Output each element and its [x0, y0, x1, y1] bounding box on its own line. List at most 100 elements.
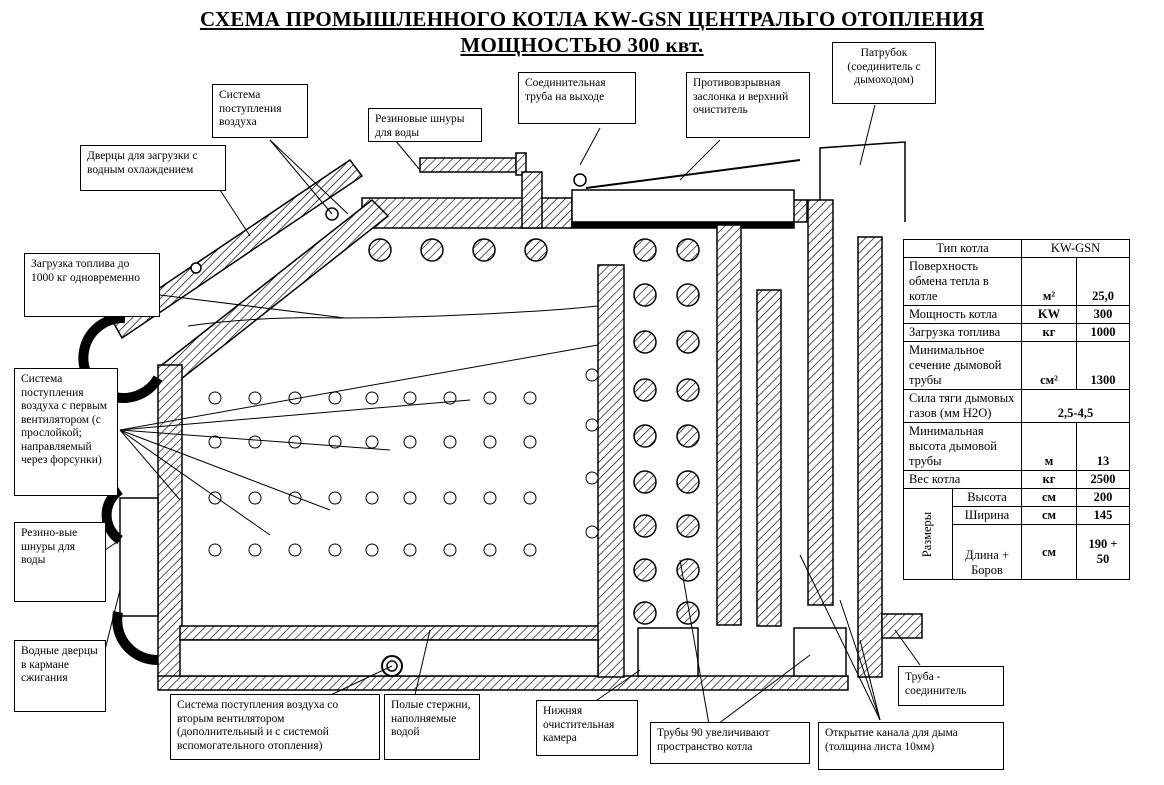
- tube-column: [633, 424, 657, 448]
- water-door-arc-2: [112, 611, 159, 666]
- tube-column: [676, 514, 700, 538]
- specs-row: Минимальная высота дымовой трубы м 13: [903, 422, 1130, 471]
- spec-value: 300: [1076, 305, 1130, 324]
- nozzle-group: [208, 368, 599, 557]
- dimension-label: Высота: [952, 488, 1022, 507]
- dimension-row: Размеры Высота см 200: [903, 488, 1130, 580]
- spec-unit: м²: [1021, 257, 1077, 306]
- nozzle-hole: [483, 491, 497, 505]
- specs-row: Мощность котла KW 300: [903, 305, 1130, 324]
- bottom-wall-lower: [157, 675, 849, 691]
- nozzle-hole: [403, 491, 417, 505]
- specs-table: Тип котла KW-GSN Поверхность обмена тепл…: [903, 239, 1130, 580]
- spec-value: 1000: [1076, 323, 1130, 342]
- nozzle-hole: [403, 391, 417, 405]
- tube-column: [633, 238, 657, 262]
- nozzle-hole: [288, 543, 302, 557]
- spec-value: 25,0: [1076, 257, 1130, 306]
- spec-value: 2,5-4,5: [1021, 389, 1130, 423]
- nozzle-hole: [248, 391, 262, 405]
- tube-column: [676, 330, 700, 354]
- spec-label: Минимальная высота дымовой трубы: [903, 422, 1022, 471]
- nozzle-hole: [523, 491, 537, 505]
- tube-top: [524, 238, 548, 262]
- callout-rubber-cords-left: Резино-вые шнуры для воды: [14, 522, 106, 602]
- diagram-title-line2: МОЩНОСТЬЮ 300 квт.: [460, 33, 704, 57]
- baffle-top: [792, 199, 808, 223]
- callout-hollow-rods: Полые стержни, наполняемые водой: [384, 694, 480, 760]
- connector-pipe: [881, 613, 923, 639]
- nozzle-hole: [365, 435, 379, 449]
- tube-column: [633, 601, 657, 625]
- spec-label: Сила тяги дымовых газов (мм Н2О): [903, 389, 1022, 423]
- spec-unit: кг: [1021, 470, 1077, 489]
- outlet-stub: [521, 171, 543, 229]
- nozzle-hole: [208, 543, 222, 557]
- specs-row: Вес котла кг 2500: [903, 470, 1130, 489]
- callout-air-supply-top: Система поступления воздуха: [212, 84, 308, 138]
- bottom-wall-upper: [179, 625, 611, 641]
- tube-group: [368, 238, 700, 625]
- door-bolt-1: [190, 262, 202, 274]
- left-wall: [157, 364, 183, 678]
- tube-column: [633, 378, 657, 402]
- right-wall: [807, 199, 834, 606]
- specs-header-value: KW-GSN: [1021, 239, 1130, 258]
- dimension-label: Длина + Боров: [952, 524, 1022, 580]
- tube-column: [676, 238, 700, 262]
- dimension-value: 145: [1076, 506, 1130, 525]
- nozzle-hole: [365, 491, 379, 505]
- callout-loading-doors: Дверцы для загрузки с водным охлаждением: [80, 145, 226, 191]
- baffle-3: [756, 289, 782, 627]
- dimension-unit: см: [1021, 506, 1077, 525]
- nozzle-hole: [208, 435, 222, 449]
- tube-column: [633, 470, 657, 494]
- nozzle-hole: [443, 435, 457, 449]
- dimensions-group-text: Размеры: [920, 511, 935, 557]
- dimension-unit: см: [1021, 488, 1077, 507]
- side-hole: [585, 418, 599, 432]
- nozzle-hole: [443, 543, 457, 557]
- dimension-row: Длина + Боров см 190 + 50: [904, 524, 1130, 580]
- water-door-arc-1: [101, 485, 124, 545]
- outlet-ring: [573, 173, 587, 187]
- spec-label: Минимальное сечение дымовой трубы: [903, 341, 1022, 390]
- nozzle-hole: [523, 435, 537, 449]
- nozzle-hole: [365, 543, 379, 557]
- callout-fuel-loading: Загрузка топлива до 1000 кг одновременно: [24, 253, 160, 317]
- side-hole: [585, 471, 599, 485]
- spec-label: Мощность котла: [903, 305, 1022, 324]
- specs-row: Загрузка топлива кг 1000: [903, 323, 1130, 342]
- dimensions-group-label: Размеры: [903, 488, 953, 580]
- nozzle-hole: [523, 391, 537, 405]
- nozzle-hole: [288, 435, 302, 449]
- specs-header-row: Тип котла KW-GSN: [903, 239, 1130, 258]
- nozzle-hole: [443, 491, 457, 505]
- tube-top: [472, 238, 496, 262]
- nozzle-hole: [328, 435, 342, 449]
- spec-value: 1300: [1076, 341, 1130, 390]
- nozzle-hole: [483, 391, 497, 405]
- loading-door-outer: [111, 158, 364, 340]
- nozzle-hole: [403, 543, 417, 557]
- nozzle-hole: [328, 391, 342, 405]
- nozzle-hole: [483, 543, 497, 557]
- lower-chamber-2: [793, 627, 847, 677]
- tube-column: [676, 378, 700, 402]
- tube-column: [676, 601, 700, 625]
- spec-value: 13: [1076, 422, 1130, 471]
- spec-label: Поверхность обмена тепла в котле: [903, 257, 1022, 306]
- nozzle-hole: [365, 391, 379, 405]
- nozzle-hole: [328, 543, 342, 557]
- tube-column: [633, 514, 657, 538]
- specs-header-label: Тип котла: [903, 239, 1022, 258]
- explosion-flap-box: [571, 189, 795, 223]
- baffle-2: [716, 224, 742, 626]
- specs-row: Поверхность обмена тепла в котле м² 25,0: [903, 257, 1130, 306]
- callout-lower-cleaning: Нижняя очистительная камера: [536, 700, 638, 756]
- dimension-unit: см: [1021, 524, 1077, 580]
- spec-unit: KW: [1021, 305, 1077, 324]
- callout-water-doors: Водные дверцы в кармане сжигания: [14, 640, 106, 712]
- specs-row: Минимальное сечение дымовой трубы см² 13…: [903, 341, 1130, 390]
